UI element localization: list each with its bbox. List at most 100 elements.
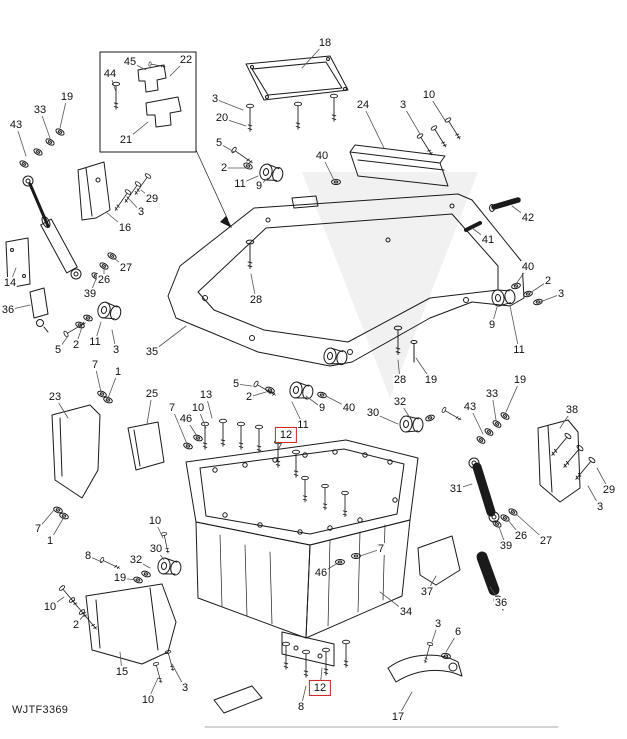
- part-callout-11: 11: [88, 335, 102, 349]
- part-callout-34: 34: [398, 605, 414, 619]
- upper-frame-35: [167, 193, 525, 367]
- part-callout-12: 12: [308, 679, 332, 697]
- part-callout-44: 44: [102, 67, 118, 81]
- part-callout-42: 42: [520, 211, 536, 225]
- part-callout-16: 16: [117, 221, 133, 235]
- part-callout-21: 21: [118, 133, 134, 147]
- part-callout-7: 7: [376, 542, 386, 556]
- part-callout-26: 26: [513, 529, 529, 543]
- part-callout-5: 5: [231, 377, 241, 391]
- leader-line-3: [214, 98, 244, 111]
- part-callout-26: 26: [96, 273, 112, 287]
- part-callout-36: 36: [493, 596, 509, 610]
- part-callout-33: 33: [32, 103, 48, 117]
- leader-line-24: [362, 104, 385, 149]
- lower-frame-34: [185, 439, 419, 667]
- part-callout-13: 13: [198, 388, 214, 402]
- part-callout-19: 19: [59, 90, 75, 104]
- part-callout-31: 31: [448, 482, 464, 496]
- part-callout-3: 3: [136, 205, 146, 219]
- watermark-logo: [302, 172, 478, 398]
- part-callout-32: 32: [128, 553, 144, 567]
- part-callout-27: 27: [538, 534, 554, 548]
- part-callout-45: 45: [122, 55, 138, 69]
- part-callout-18: 18: [317, 36, 333, 50]
- part-callout-43: 43: [8, 118, 24, 132]
- part-callout-12: 12: [274, 426, 298, 444]
- part-callout-11: 11: [512, 343, 526, 357]
- part-callout-20: 20: [214, 111, 230, 125]
- part-callout-10: 10: [421, 88, 437, 102]
- part-callout-35: 35: [144, 345, 160, 359]
- part-callout-10: 10: [140, 693, 156, 707]
- part-callout-19: 19: [512, 373, 528, 387]
- part-callout-7: 7: [33, 522, 43, 536]
- part-callout-29: 29: [144, 192, 160, 206]
- part-callout-19: 19: [112, 571, 128, 585]
- part-callout-3: 3: [210, 92, 220, 106]
- channel-bracket-24: [349, 116, 463, 187]
- part-callout-3: 3: [180, 681, 190, 695]
- part-callout-30: 30: [148, 542, 164, 556]
- part-callout-2: 2: [244, 390, 254, 404]
- part-callout-46: 46: [178, 412, 194, 426]
- part-callout-39: 39: [498, 539, 514, 553]
- part-callout-30: 30: [365, 406, 381, 420]
- part-callout-6: 6: [453, 625, 463, 639]
- part-callout-24: 24: [355, 98, 371, 112]
- part-callout-29: 29: [601, 483, 617, 497]
- part-callout-7: 7: [90, 358, 100, 372]
- part-callout-46: 46: [313, 566, 329, 580]
- part-callout-3: 3: [433, 617, 443, 631]
- part-callout-28: 28: [392, 373, 408, 387]
- part-callout-23: 23: [47, 390, 63, 404]
- part-callout-9: 9: [487, 318, 497, 332]
- part-callout-33: 33: [484, 387, 500, 401]
- part-callout-40: 40: [314, 149, 330, 163]
- image-code: WJTF3369: [12, 704, 69, 716]
- part-callout-5: 5: [53, 343, 63, 357]
- part-callout-22: 22: [178, 53, 194, 67]
- part-callout-14: 14: [2, 276, 18, 290]
- part-callout-37: 37: [419, 585, 435, 599]
- part-callout-10: 10: [147, 514, 163, 528]
- part-callout-2: 2: [71, 338, 81, 352]
- part-callout-2: 2: [543, 274, 553, 288]
- part-callout-3: 3: [556, 287, 566, 301]
- inset-detail-box: [99, 51, 232, 228]
- part-callout-41: 41: [480, 233, 496, 247]
- part-callout-2: 2: [71, 618, 81, 632]
- part-callout-10: 10: [190, 401, 206, 415]
- part-callout-10: 10: [42, 600, 58, 614]
- top-plate-18: [245, 55, 349, 132]
- part-callout-40: 40: [520, 260, 536, 274]
- part-callout-3: 3: [398, 98, 408, 112]
- part-callout-8: 8: [296, 700, 306, 714]
- part-callout-36: 36: [0, 303, 16, 317]
- part-callout-11: 11: [233, 177, 247, 191]
- part-callout-25: 25: [144, 387, 160, 401]
- part-callout-1: 1: [45, 534, 55, 548]
- part-callout-7: 7: [167, 401, 177, 415]
- part-callout-32: 32: [392, 395, 408, 409]
- part-callout-3: 3: [111, 343, 121, 357]
- upper-frame-hardware: [62, 146, 544, 367]
- part-callout-40: 40: [341, 401, 357, 415]
- part-callout-19: 19: [423, 373, 439, 387]
- part-callout-28: 28: [248, 293, 264, 307]
- part-callout-5: 5: [214, 136, 224, 150]
- part-callout-11: 11: [296, 418, 310, 432]
- part-callout-8: 8: [83, 549, 93, 563]
- part-callout-43: 43: [462, 400, 478, 414]
- part-callout-2: 2: [219, 161, 229, 175]
- leader-line-11: [509, 305, 520, 351]
- part-callout-17: 17: [390, 710, 406, 724]
- part-callout-38: 38: [564, 403, 580, 417]
- part-callout-3: 3: [595, 500, 605, 514]
- part-callout-39: 39: [82, 287, 98, 301]
- panels-and-brackets: [51, 389, 597, 714]
- part-callout-9: 9: [254, 179, 264, 193]
- left-shock-assembly: [5, 127, 152, 333]
